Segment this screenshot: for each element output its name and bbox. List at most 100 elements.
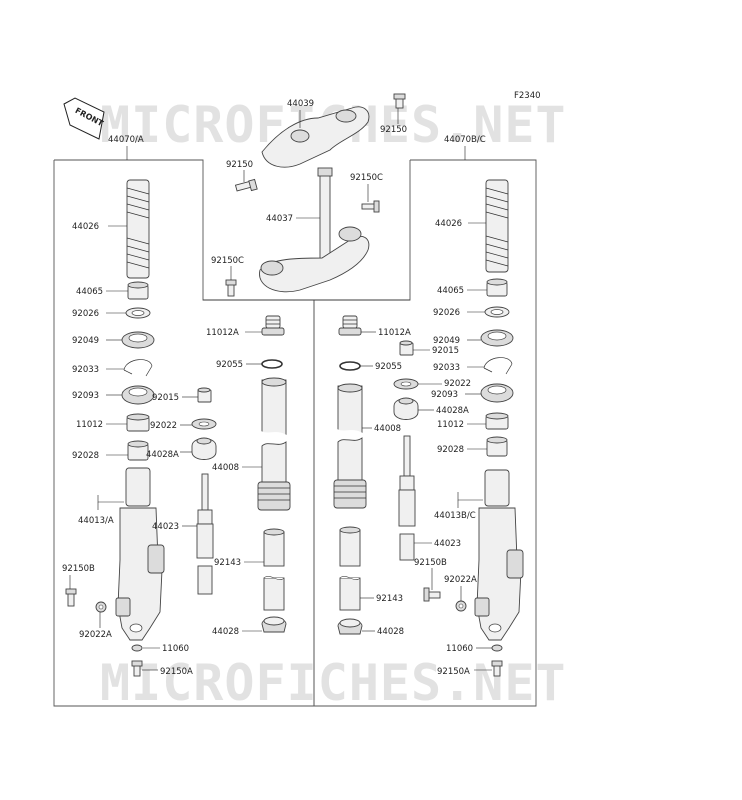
right-inner-tube-44008-part	[333, 383, 367, 509]
left-label-44026: 44026	[72, 222, 99, 232]
left-seal-92049-part	[121, 331, 155, 349]
left-label-44013a: 44013/A	[78, 516, 114, 526]
left-nut-92015-part	[197, 387, 212, 403]
left-washer-11060-part	[131, 644, 143, 652]
right-seal-92093-part	[480, 383, 514, 403]
left-label-44023: 44023	[152, 522, 179, 532]
right-label-92022: 92022	[444, 379, 471, 389]
left-label-92150b: 92150B	[62, 564, 95, 574]
right-label-11012a: 11012A	[378, 328, 411, 338]
right-washer-92022a-part	[455, 600, 467, 612]
left-oring-92055-part	[261, 359, 283, 369]
bolt-c2-part	[225, 279, 237, 297]
label-44037: 44037	[266, 214, 293, 224]
left-outer-tube-part	[115, 467, 165, 641]
left-bush-92028-part	[127, 440, 149, 461]
right-bolt-92150a-part	[491, 660, 503, 677]
right-washer-92026-part	[484, 306, 510, 318]
left-label-92015: 92015	[152, 393, 179, 403]
steering-stem-part	[259, 167, 370, 293]
label-92150-left: 92150	[226, 160, 253, 170]
left-label-11060: 11060	[162, 644, 189, 654]
left-label-92143: 92143	[214, 558, 241, 568]
label-44039: 44039	[287, 99, 314, 109]
right-seal-92049-part	[480, 329, 514, 347]
front-arrow-icon: FRONT	[63, 97, 105, 140]
label-92150-top: 92150	[380, 125, 407, 135]
label-92150c-2: 92150C	[211, 256, 244, 266]
left-label-92055: 92055	[216, 360, 243, 370]
left-label-92033: 92033	[72, 365, 99, 375]
right-spacer-44065-part	[486, 278, 508, 297]
left-spacer-92143-part	[263, 528, 285, 611]
right-label-92093: 92093	[431, 390, 458, 400]
bolt-left-part	[234, 178, 258, 192]
watermark-bottom: MICROFICHES.NET	[100, 654, 567, 712]
right-label-44026: 44026	[435, 219, 462, 229]
bolt-top-part	[393, 93, 406, 109]
right-clip-92033-part	[483, 357, 513, 375]
left-bolt-92150b-part	[65, 588, 77, 607]
right-outer-tube-part	[474, 469, 524, 641]
handle-bracket-part	[261, 106, 370, 168]
left-piece-44028a-part	[191, 437, 217, 460]
right-label-92049: 92049	[433, 336, 460, 346]
left-piece-44028-part	[261, 616, 287, 633]
left-label-11012: 11012	[76, 420, 103, 430]
right-label-92150a: 92150A	[437, 667, 470, 677]
right-bolt-92150b-part	[423, 587, 441, 602]
left-seal-92093-part	[121, 385, 155, 405]
left-label-44028a: 44028A	[146, 450, 179, 460]
right-washer-11060-part	[491, 644, 503, 652]
right-label-44028a: 44028A	[436, 406, 469, 416]
right-label-92015: 92015	[432, 346, 459, 356]
figure-code: F2340	[514, 91, 541, 101]
right-label-92150b: 92150B	[414, 558, 447, 568]
right-label-44065: 44065	[437, 286, 464, 296]
left-label-92093: 92093	[72, 391, 99, 401]
left-inner-tube-44008-part	[257, 377, 291, 511]
right-bush-92028-part	[486, 436, 508, 457]
right-spring-part	[485, 179, 509, 273]
right-label-11012: 11012	[437, 420, 464, 430]
assembly-left-label: 44070/A	[108, 135, 144, 145]
bolt-c1-part	[361, 200, 380, 213]
left-label-92022a: 92022A	[79, 630, 112, 640]
left-spring-part	[126, 179, 150, 279]
left-washer-92022a-part	[95, 601, 107, 613]
left-washer-92022-part	[191, 418, 217, 430]
right-label-44008: 44008	[374, 424, 401, 434]
right-spacer-92143-part	[339, 526, 361, 611]
left-label-92026: 92026	[72, 309, 99, 319]
left-label-92049: 92049	[72, 336, 99, 346]
right-label-92033: 92033	[433, 363, 460, 373]
right-label-92055: 92055	[375, 362, 402, 372]
right-label-92026: 92026	[433, 308, 460, 318]
right-washer-92022-part	[393, 378, 419, 390]
left-label-44028: 44028	[212, 627, 239, 637]
right-bush-11012-part	[485, 412, 509, 430]
right-nut-92015-part	[399, 340, 414, 356]
left-label-44008: 44008	[212, 463, 239, 473]
right-piece-44028-part	[337, 618, 363, 635]
assembly-right-label: 44070B/C	[444, 135, 486, 145]
right-label-11060: 11060	[446, 644, 473, 654]
right-rod-44023-part	[398, 435, 416, 561]
label-92150c-1: 92150C	[350, 173, 383, 183]
right-label-92028: 92028	[437, 445, 464, 455]
left-clip-92033-part	[123, 359, 153, 377]
left-label-92022: 92022	[150, 421, 177, 431]
right-label-44028: 44028	[377, 627, 404, 637]
left-bush-11012-part	[126, 413, 150, 432]
left-label-11012a: 11012A	[206, 328, 239, 338]
left-label-44065: 44065	[76, 287, 103, 297]
left-rod-44023-part	[196, 473, 214, 595]
left-cap-11012a-part	[261, 315, 285, 336]
right-label-44023: 44023	[434, 539, 461, 549]
right-piece-44028a-part	[393, 397, 419, 420]
left-bolt-92150a-part	[131, 660, 143, 677]
right-cap-11012a-part	[338, 315, 362, 336]
left-label-92028: 92028	[72, 451, 99, 461]
left-washer-92026-part	[125, 307, 151, 319]
